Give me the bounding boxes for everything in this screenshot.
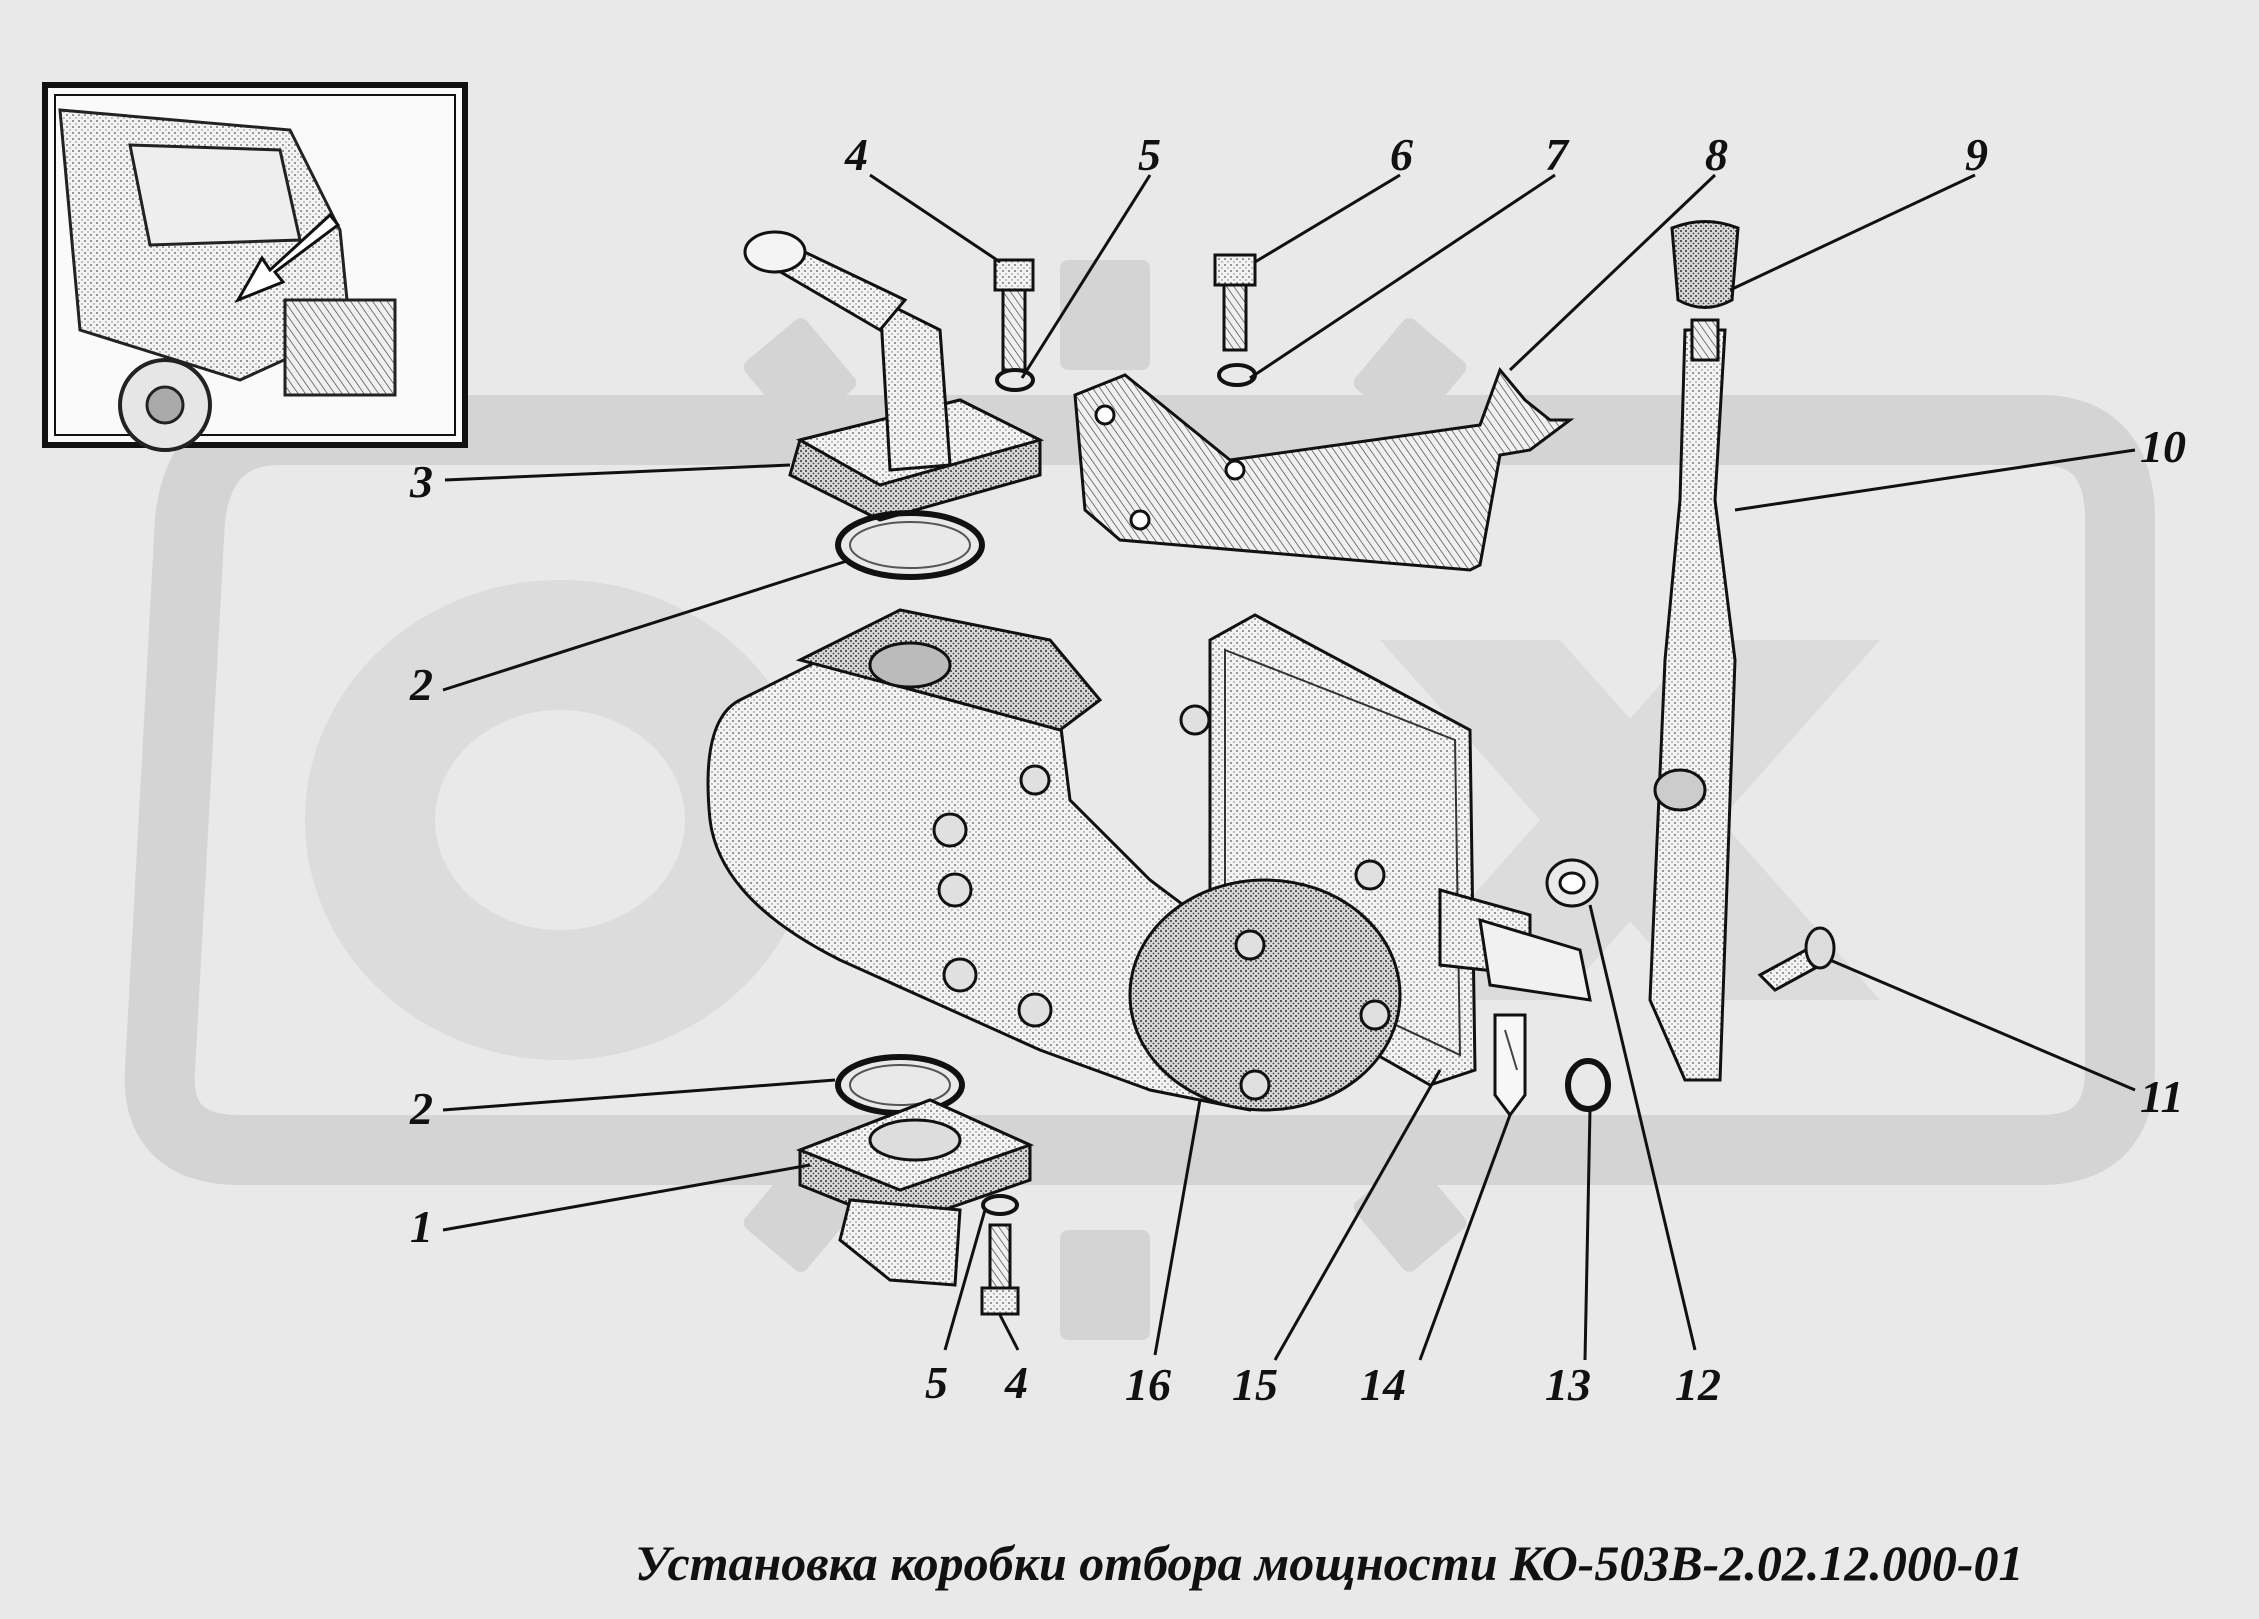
bolt-upper-part-4 [993, 258, 1035, 372]
leader-lines [442, 173, 2136, 1361]
callout-7: 7 [1545, 129, 1570, 180]
callout-16: 16 [1125, 1359, 1171, 1410]
callout-13: 13 [1545, 1359, 1591, 1410]
pin-part-11 [1757, 926, 1836, 992]
callout-9: 9 [1965, 129, 1988, 180]
bracket-part-8 [1073, 367, 1575, 572]
diagram-title: Установка коробки отбора мощности КО-503… [635, 1535, 2023, 1591]
upper-flange-part-3 [743, 230, 1045, 522]
watermark-logo [124, 260, 2155, 1340]
callout-3: 3 [409, 456, 433, 507]
callout-12: 12 [1675, 1359, 1721, 1410]
pto-housing-part-16 [706, 608, 1592, 1112]
bolt-part-6 [1213, 253, 1257, 352]
lever-part-10 [1648, 318, 1737, 1082]
truck-inset [42, 82, 468, 452]
callout-8: 8 [1705, 129, 1728, 180]
lower-flange-part-1 [795, 1098, 1035, 1287]
callout-5-lower: 5 [925, 1357, 948, 1408]
callout-11: 11 [2140, 1071, 2183, 1122]
knob-part-9 [1670, 220, 1740, 309]
callout-2-upper: 2 [409, 659, 433, 710]
callout-4-upper: 4 [844, 129, 868, 180]
callout-6: 6 [1390, 129, 1413, 180]
callout-4-lower: 4 [1004, 1357, 1028, 1408]
washer-lower-part-5 [981, 1194, 1019, 1216]
callout-1: 1 [410, 1201, 433, 1252]
cotter-pin-part-14 [1493, 1013, 1527, 1118]
o-ring-upper-part-2 [835, 510, 985, 580]
bushing-part-12 [1545, 858, 1599, 908]
callout-labels: 1 2 2 3 4 4 5 5 6 7 8 9 10 11 12 13 14 1… [409, 129, 2186, 1410]
callout-15: 15 [1232, 1359, 1278, 1410]
washer-part-13 [1565, 1058, 1611, 1112]
callout-10: 10 [2140, 421, 2186, 472]
washer-part-7 [1217, 363, 1257, 387]
callout-14: 14 [1360, 1359, 1406, 1410]
bolt-lower-part-4 [980, 1223, 1020, 1316]
washer-upper-part-5 [995, 368, 1035, 392]
callout-5-upper: 5 [1138, 129, 1161, 180]
callout-2-lower: 2 [409, 1083, 433, 1134]
